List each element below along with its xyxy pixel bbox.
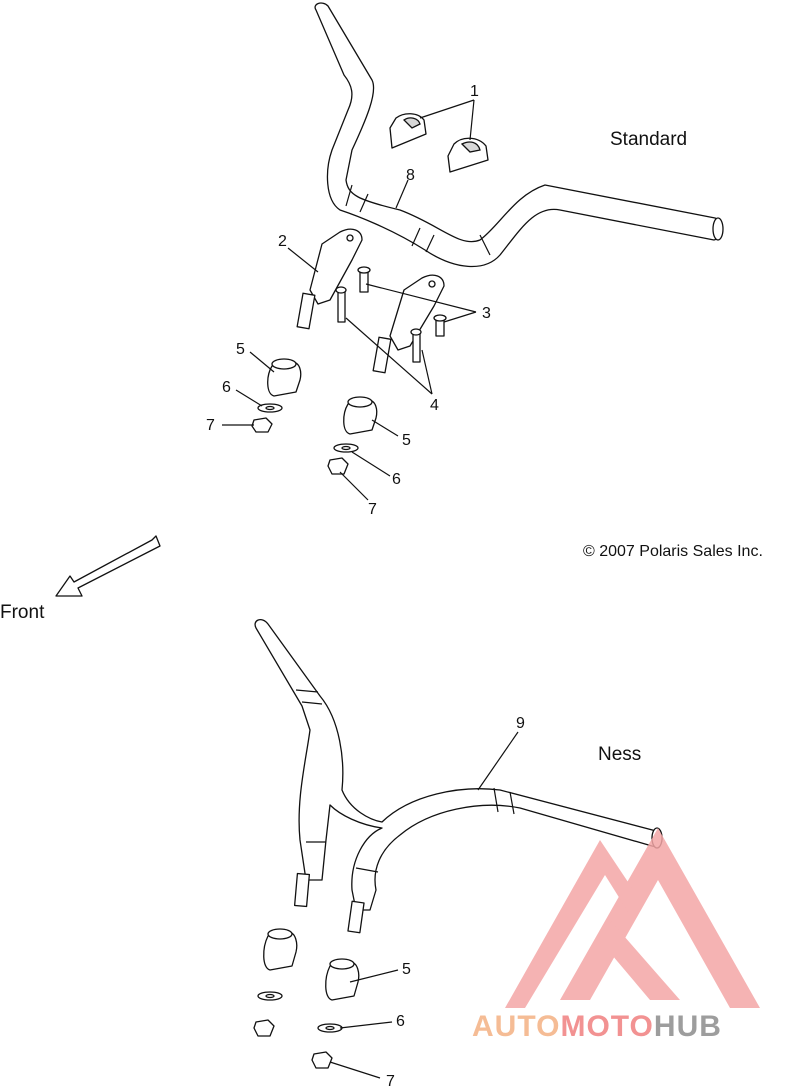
watermark-logo: AUTOMOTOHUB bbox=[472, 828, 760, 1043]
watermark-moto: MOTO bbox=[560, 1010, 653, 1043]
riser-right bbox=[372, 274, 445, 374]
nut-standard-right bbox=[327, 457, 349, 475]
bolt-3a bbox=[357, 266, 371, 293]
label-front: Front bbox=[0, 602, 45, 623]
callout-8: 8 bbox=[406, 167, 415, 184]
bolt-3b bbox=[433, 314, 447, 337]
callout-7: 7 bbox=[206, 417, 215, 434]
upper-clamp-left bbox=[389, 113, 427, 149]
nut-ness-right bbox=[311, 1051, 333, 1069]
callouts: 1 8 2 3 4 5 6 7 5 6 7 9 5 6 7 bbox=[206, 83, 525, 1087]
leaders-standard bbox=[222, 99, 477, 501]
standard-handlebar bbox=[314, 2, 724, 268]
leaders-ness bbox=[329, 731, 519, 1079]
watermark-auto: AUTO bbox=[472, 1010, 560, 1043]
callout-6: 6 bbox=[222, 379, 231, 396]
washer-ness-left bbox=[257, 991, 283, 1001]
washer-standard-right bbox=[333, 443, 359, 453]
copyright-notice: © 2007 Polaris Sales Inc. bbox=[583, 543, 763, 560]
callout-5: 5 bbox=[236, 341, 245, 358]
watermark-hub: HUB bbox=[654, 1010, 722, 1043]
bolt-4b bbox=[410, 328, 422, 363]
nut-standard-left bbox=[251, 417, 273, 433]
callout-5c: 5 bbox=[402, 961, 411, 978]
label-ness: Ness bbox=[598, 744, 641, 765]
label-standard: Standard bbox=[610, 129, 687, 150]
callout-7c: 7 bbox=[386, 1073, 395, 1087]
callout-5b: 5 bbox=[402, 432, 411, 449]
bushing-ness-left bbox=[263, 928, 298, 971]
callout-1: 1 bbox=[470, 83, 479, 100]
callout-6c: 6 bbox=[396, 1013, 405, 1030]
svg-text:AUTOMOTOHUB: AUTOMOTOHUB bbox=[472, 1010, 722, 1043]
callout-6b: 6 bbox=[392, 471, 401, 488]
bushing-standard-right bbox=[343, 396, 378, 435]
washer-standard-left bbox=[257, 403, 283, 413]
bolt-4a bbox=[335, 286, 347, 323]
callout-3: 3 bbox=[482, 305, 491, 322]
riser-left bbox=[296, 228, 363, 330]
washer-ness-right bbox=[317, 1023, 343, 1033]
upper-clamp-right bbox=[447, 137, 489, 173]
bushing-standard-left bbox=[267, 358, 302, 397]
bushing-ness-right bbox=[325, 958, 360, 1001]
callout-4: 4 bbox=[430, 397, 439, 414]
front-arrow bbox=[55, 535, 161, 597]
callout-7b: 7 bbox=[368, 501, 377, 518]
callout-2: 2 bbox=[278, 233, 287, 250]
ness-handlebar bbox=[254, 618, 663, 934]
callout-9: 9 bbox=[516, 715, 525, 732]
nut-ness-left bbox=[253, 1019, 275, 1037]
watermark-triangle-icon bbox=[560, 828, 760, 1008]
